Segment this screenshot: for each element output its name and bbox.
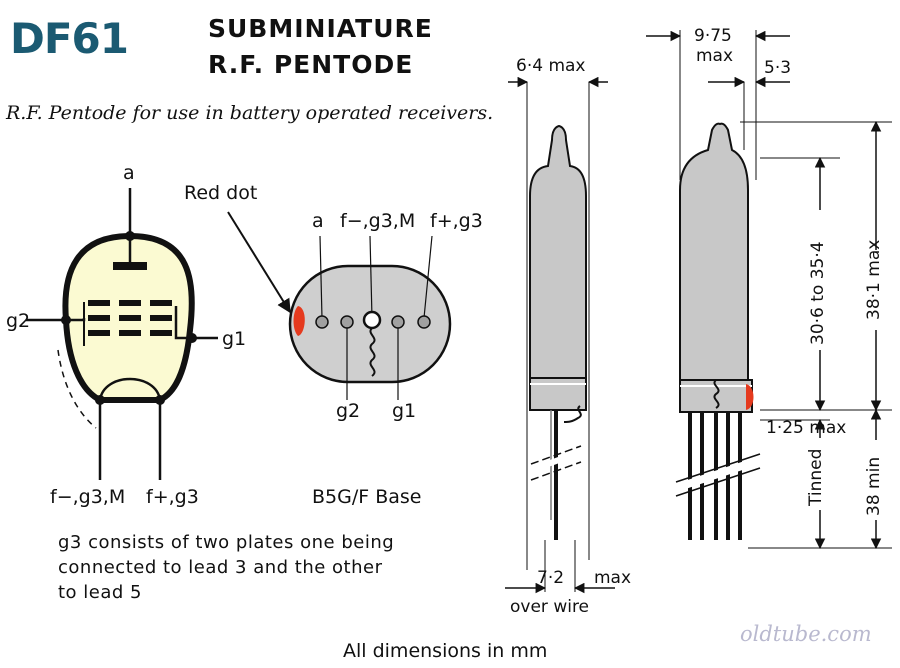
dim-width-9-75-max: max (696, 46, 734, 66)
dim-width-9-75: 9·75 (694, 26, 732, 46)
dim-lead-38: 38 min (864, 456, 884, 516)
red-dot-label: Red dot (184, 182, 258, 204)
symbol-label-g2: g2 (6, 310, 31, 332)
pin-label-a: a (312, 210, 324, 232)
symbol-label-g1: g1 (222, 328, 247, 350)
red-dot-pointer (227, 211, 291, 314)
red-dot (293, 306, 305, 336)
symbol-label-a: a (123, 162, 135, 184)
twisted-lead (369, 327, 376, 377)
dim-width-6-4: 6·4 max (516, 56, 586, 76)
watermark: oldtube.com (740, 622, 872, 646)
dim-wire-max: max (594, 568, 632, 588)
base-caption: B5G/F Base (312, 486, 422, 508)
dim-height-30-6: 30·6 to 35·4 (808, 241, 828, 345)
dim-base-1-25: 1·25 max (766, 418, 847, 438)
symbol-label-f-minus: f−,g3,M (50, 486, 126, 508)
dim-width-5-3: 5·3 (764, 58, 792, 78)
filament (98, 377, 162, 401)
grid-g1 (88, 330, 172, 336)
all-dimensions-note: All dimensions in mm (343, 640, 548, 662)
pin-label-f-minus: f−,g3,M (340, 210, 416, 232)
title-line-2: R.F. PENTODE (208, 50, 414, 79)
pentode-symbol (26, 188, 218, 480)
note-line-2: connected to lead 3 and the other (58, 557, 383, 578)
dim-wire-7-2: 7·2 (537, 568, 565, 588)
grid-g2 (88, 315, 172, 321)
base-view (227, 211, 452, 400)
dim-tinned: Tinned (806, 448, 826, 506)
dim-over-wire: over wire (510, 597, 590, 617)
pin-label-f-plus: f+,g3 (430, 210, 483, 232)
tube-type-logo: DF61 (10, 14, 129, 63)
subtitle: R.F. Pentode for use in battery operated… (6, 102, 494, 124)
envelope-dashed-outline (57, 349, 97, 429)
pin-label-g2: g2 (336, 400, 361, 422)
grid-g3 (88, 300, 172, 306)
tube-front-view (646, 30, 892, 550)
anode-plate (113, 262, 147, 270)
pin-label-g1: g1 (392, 400, 417, 422)
tube-side-view (505, 76, 615, 594)
base-pins (315, 310, 431, 330)
title-line-1: SUBMINIATURE (208, 14, 433, 43)
dim-height-38-1: 38·1 max (864, 239, 884, 320)
symbol-label-f-plus: f+,g3 (146, 486, 199, 508)
note-line-3: to lead 5 (58, 582, 142, 603)
note-line-1: g3 consists of two plates one being (58, 532, 395, 553)
